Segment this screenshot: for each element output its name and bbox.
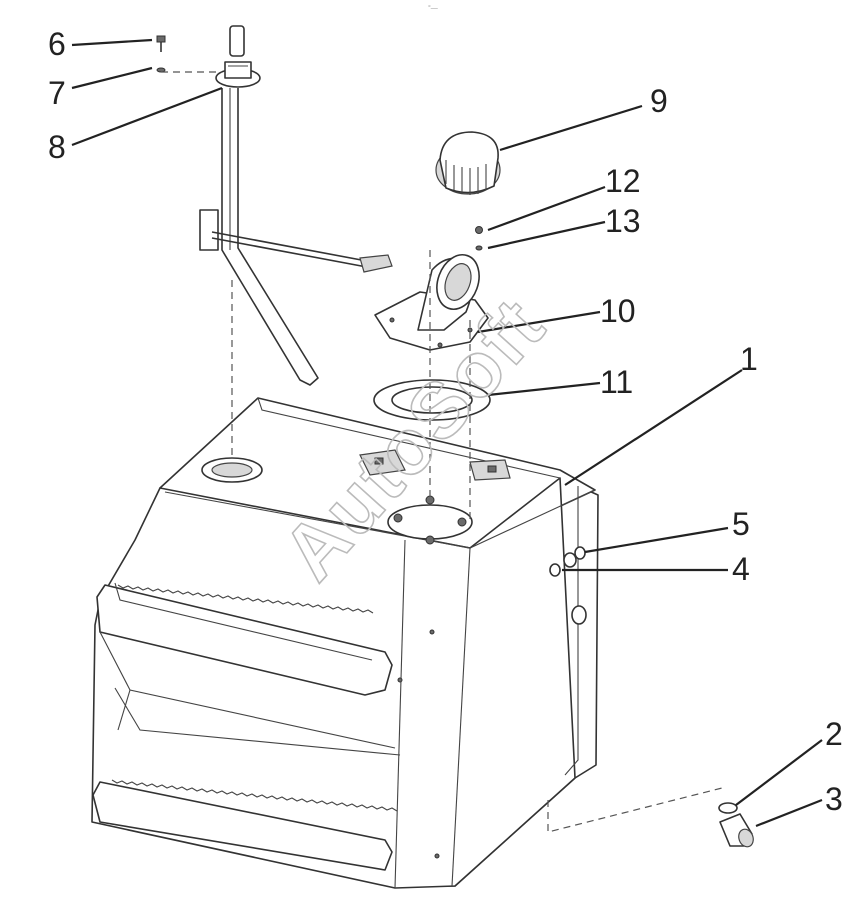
- nut: [475, 226, 483, 234]
- callout-2: 2: [825, 716, 843, 752]
- filler-cap: [435, 131, 501, 195]
- callout-8: 8: [48, 129, 66, 165]
- leader-lines: [71, 38, 823, 828]
- side-bolt-washer: [549, 546, 586, 577]
- callout-9: 9: [650, 83, 668, 119]
- callout-4: 4: [732, 551, 750, 587]
- callout-3: 3: [825, 781, 843, 817]
- fuel-tank-body: [91, 397, 599, 889]
- callout-1: 1: [740, 341, 758, 377]
- callout-11: 11: [600, 364, 633, 400]
- assembly-guide-lines: [161, 71, 723, 833]
- screw-and-washer: [156, 35, 166, 73]
- filler-neck: [374, 254, 489, 351]
- callout-10: 10: [600, 293, 636, 329]
- washer: [475, 245, 483, 251]
- fuel-level-sender: [199, 25, 393, 386]
- callout-7: 7: [48, 75, 66, 111]
- callout-13: 13: [605, 203, 641, 239]
- top-mark: °—: [428, 4, 438, 12]
- gasket: [373, 379, 491, 421]
- callout-12: 12: [605, 163, 641, 199]
- drain-plug: [718, 802, 754, 848]
- callout-6: 6: [48, 26, 66, 62]
- callout-numbers: 6 7 8 9 12 13 10 11 1 5 4 2 3: [48, 26, 843, 817]
- callout-5: 5: [732, 506, 750, 542]
